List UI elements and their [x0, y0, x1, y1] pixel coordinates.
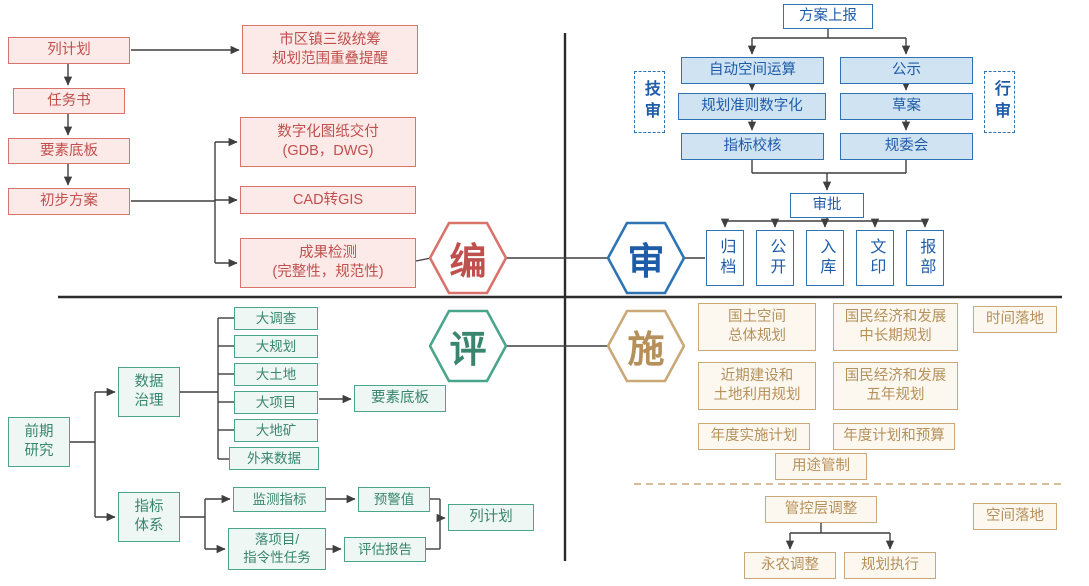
node-da-tudi: 大土地	[234, 363, 318, 386]
node-guiweihui: 规委会	[840, 133, 973, 160]
node-yongtu-guanzhi: 用途管制	[775, 453, 867, 480]
node-yaosu-diban: 要素底板	[8, 138, 130, 164]
node-da-xiangmu: 大项目	[234, 391, 318, 414]
node-jiance-zhibiao: 监测指标	[233, 487, 326, 512]
hexagon-bian: 编	[429, 221, 507, 295]
node-da-dikuang: 大地矿	[234, 419, 318, 442]
node-fangan-shangbao: 方案上报	[783, 4, 873, 29]
node-niandu-shishi: 年度实施计划	[698, 423, 810, 450]
node-output-guidang: 归档	[706, 230, 744, 286]
node-yongnong-tiaozheng: 永农调整	[744, 552, 836, 579]
node-lie-jihua: 列计划	[8, 37, 130, 64]
node-chengguo-jiance: 成果检测 (完整性，规范性)	[240, 238, 416, 288]
node-qianqi-yanjiu: 前期 研究	[8, 417, 70, 467]
node-niandu-yusuan: 年度计划和预算	[833, 423, 955, 450]
node-gongshi: 公示	[840, 57, 973, 84]
node-output-gongkai: 公开	[756, 230, 794, 286]
node-zhibiao-jiaohe: 指标校核	[681, 133, 824, 160]
node-zhibiao-tixi: 指标 体系	[118, 492, 180, 542]
node-pinggu-baogao: 评估报告	[344, 537, 426, 562]
node-output-baobu: 报部	[906, 230, 944, 286]
node-output-wenyin: 文印	[856, 230, 894, 286]
hexagon-shi: 施	[607, 309, 685, 383]
node-da-guihua: 大规划	[234, 335, 318, 358]
node-zhunze-shuzihua: 规划准则数字化	[678, 93, 826, 120]
hexagon-shen-label: 审	[627, 241, 665, 282]
node-yujing-zhi: 预警值	[358, 487, 430, 512]
node-jinqi-jianshe: 近期建设和 土地利用规划	[698, 362, 816, 410]
node-guotu-zongti: 国土空间 总体规划	[698, 303, 816, 351]
node-tongchou-tixing: 市区镇三级统筹 规划范围重叠提醒	[242, 25, 418, 74]
node-shuzihua-jiaofu: 数字化图纸交付 (GDB，DWG)	[240, 117, 416, 167]
node-luo-xiangmu: 落项目/ 指令性任务	[228, 528, 326, 570]
hexagon-ping-label: 评	[449, 329, 487, 370]
node-lie-jihua-green: 列计划	[448, 504, 534, 531]
node-shenpi: 审批	[790, 193, 864, 218]
node-chubu-fangan: 初步方案	[8, 188, 130, 215]
node-zidong-yunsuan: 自动空间运算	[681, 57, 824, 84]
node-shijian-luodi: 时间落地	[973, 306, 1057, 333]
node-caoan: 草案	[840, 93, 973, 120]
label-xingshen: 行审	[984, 71, 1015, 133]
hexagon-shi-label: 施	[627, 329, 665, 370]
node-yaosu-diban-green: 要素底板	[354, 385, 446, 412]
node-wailai-shuju: 外来数据	[229, 447, 319, 470]
hexagon-ping: 评	[429, 309, 507, 383]
node-cad-gis: CAD转GIS	[240, 186, 416, 214]
node-shuju-zhili: 数据 治理	[118, 367, 180, 417]
node-guomin-changqi: 国民经济和发展 中长期规划	[833, 303, 958, 351]
node-output-ruku: 入库	[806, 230, 844, 286]
node-guankong-tiaozheng: 管控层调整	[765, 496, 877, 523]
hexagon-shen: 审	[607, 221, 685, 295]
hexagon-bian-label: 编	[449, 241, 487, 282]
label-jishen: 技审	[634, 71, 665, 133]
node-guomin-wunian: 国民经济和发展 五年规划	[833, 362, 958, 410]
node-guihua-zhixing: 规划执行	[844, 552, 936, 579]
node-da-diaocha: 大调查	[234, 307, 318, 330]
node-renwushu: 任务书	[13, 88, 125, 114]
node-kongjian-luodi: 空间落地	[973, 503, 1057, 530]
